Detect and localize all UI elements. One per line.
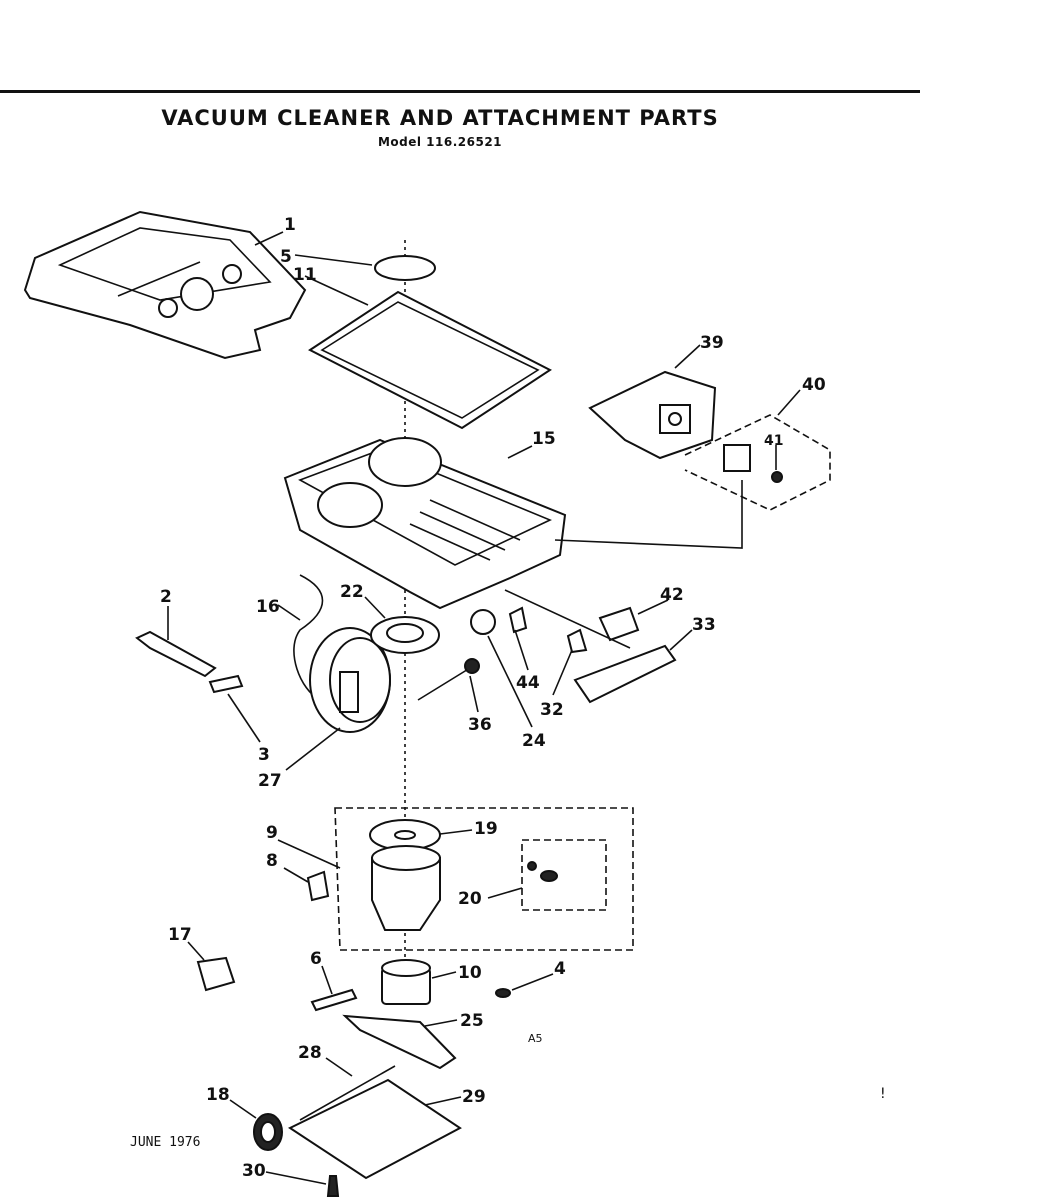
leader-lines — [167, 231, 801, 1185]
part-36-screw-shaft — [417, 667, 471, 701]
part-29-base-plate — [287, 1078, 462, 1180]
callout-32: 32 — [540, 700, 564, 720]
edge-mark: ! — [880, 1086, 886, 1102]
leader-15-33 — [504, 589, 631, 649]
callout-10: 10 — [458, 963, 482, 983]
part-18-wheel — [253, 1113, 283, 1151]
publication-date: JUNE 1976 — [130, 1135, 201, 1150]
part-11-gasket — [308, 290, 552, 430]
leader-39-15 — [554, 480, 743, 549]
part-44-latch — [508, 606, 528, 634]
part-2-bracket — [135, 630, 217, 678]
part-41-nut — [771, 471, 783, 483]
callout-19: 19 — [474, 819, 498, 839]
part-22-ring — [370, 616, 440, 654]
page-title: VACUUM CLEANER AND ATTACHMENT PARTS — [161, 106, 719, 130]
callout-3: 3 — [258, 745, 270, 765]
part-8-spring — [306, 870, 330, 902]
part-1-cover — [23, 210, 307, 360]
part-42-switch — [598, 606, 640, 642]
callout-17: 17 — [168, 925, 192, 945]
callout-24: 24 — [522, 731, 546, 751]
callout-42: 42 — [660, 585, 684, 605]
part-6-strip — [310, 988, 358, 1012]
callout-36: 36 — [468, 715, 492, 735]
part-9-motor — [371, 845, 441, 931]
callout-9: 9 — [266, 823, 278, 843]
part-20-group-outline — [521, 839, 607, 911]
part-27-motor-cover — [309, 627, 391, 733]
part-5-disc — [374, 255, 436, 281]
callout-2: 2 — [160, 587, 172, 607]
callout-4: 4 — [554, 959, 566, 979]
callout-41: 41 — [764, 433, 783, 449]
part-25-plate — [342, 1014, 457, 1070]
part-15-housing — [283, 437, 567, 610]
part-36-screw-head — [464, 658, 480, 674]
part-10-filter — [381, 959, 431, 1005]
part-9-group-outline — [334, 807, 634, 951]
stray-mark: A5 — [528, 1032, 543, 1045]
callout-16: 16 — [256, 597, 280, 617]
callout-6: 6 — [310, 949, 322, 969]
callout-44: 44 — [516, 673, 540, 693]
callout-27: 27 — [258, 771, 282, 791]
part-20-brush — [540, 870, 558, 882]
part-20-washer — [527, 861, 537, 871]
part-39-bag-holder — [588, 370, 717, 460]
callout-30: 30 — [242, 1161, 266, 1181]
model-number: Model 116.26521 — [377, 135, 503, 149]
part-40-group-outline — [684, 414, 831, 511]
callout-1: 1 — [284, 215, 296, 235]
part-32-clip — [566, 628, 588, 654]
part-3-pad — [208, 674, 244, 694]
part-16-cord — [293, 574, 324, 701]
callout-39: 39 — [700, 333, 724, 353]
callout-29: 29 — [462, 1087, 486, 1107]
callout-18: 18 — [206, 1085, 230, 1105]
callout-15: 15 — [532, 429, 556, 449]
part-4-screw — [495, 988, 511, 998]
callout-25: 25 — [460, 1011, 484, 1031]
callout-28: 28 — [298, 1043, 322, 1063]
header-rule — [0, 90, 920, 93]
part-24-clip — [470, 609, 496, 635]
callout-5: 5 — [280, 247, 292, 267]
callout-11: 11 — [293, 265, 317, 285]
part-28-rod — [299, 1065, 396, 1121]
part-30-foot — [326, 1175, 340, 1197]
part-17-switch — [196, 956, 236, 992]
callout-33: 33 — [692, 615, 716, 635]
part-33-handle — [573, 644, 677, 704]
part-40-bracket — [723, 444, 751, 472]
callout-8: 8 — [266, 851, 278, 871]
callout-40: 40 — [802, 375, 826, 395]
callout-20: 20 — [458, 889, 482, 909]
callout-22: 22 — [340, 582, 364, 602]
